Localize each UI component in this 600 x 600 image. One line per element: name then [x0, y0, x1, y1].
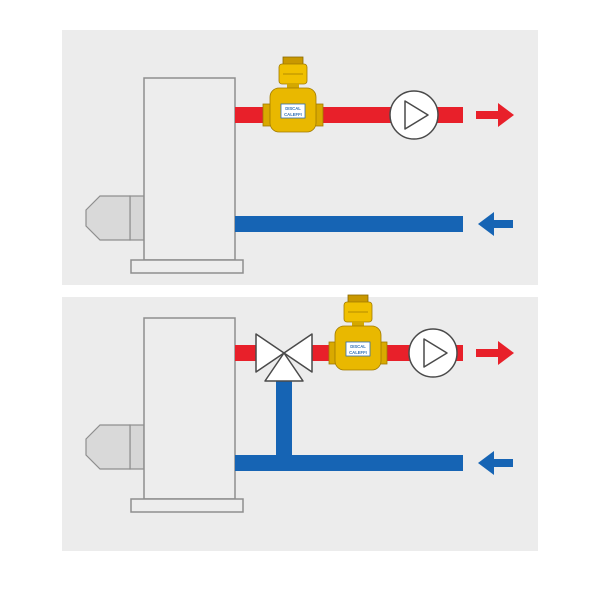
boiler-icon	[130, 77, 244, 274]
pump-icon	[408, 328, 458, 378]
separator-brand-label: DISCAL	[350, 344, 366, 349]
burner-icon	[85, 195, 145, 241]
flow-arrow-icon	[476, 341, 514, 365]
diagram-three-way-valve-circuit: DISCAL CALEFFI	[62, 294, 538, 551]
flow-arrow-icon	[476, 103, 514, 127]
return-pipe	[235, 455, 463, 471]
diagram-direct-circuit: DISCAL CALEFFI	[62, 30, 538, 285]
return-arrow-icon	[478, 451, 513, 475]
separator-maker-label: CALEFFI	[349, 350, 367, 355]
boiler-icon	[130, 317, 244, 513]
bypass-pipe	[276, 376, 292, 465]
air-separator-icon: DISCAL CALEFFI	[328, 294, 388, 371]
separator-maker-label: CALEFFI	[284, 112, 302, 117]
panel-background	[62, 297, 538, 551]
separator-brand-label: DISCAL	[285, 106, 301, 111]
return-arrow-icon	[478, 212, 513, 236]
burner-icon	[85, 424, 145, 470]
flow-pipe-boiler-to-valve	[235, 345, 257, 361]
return-pipe	[235, 216, 463, 232]
air-separator-icon: DISCAL CALEFFI	[262, 56, 324, 133]
three-way-valve-icon	[255, 333, 313, 382]
pump-icon	[389, 90, 439, 140]
